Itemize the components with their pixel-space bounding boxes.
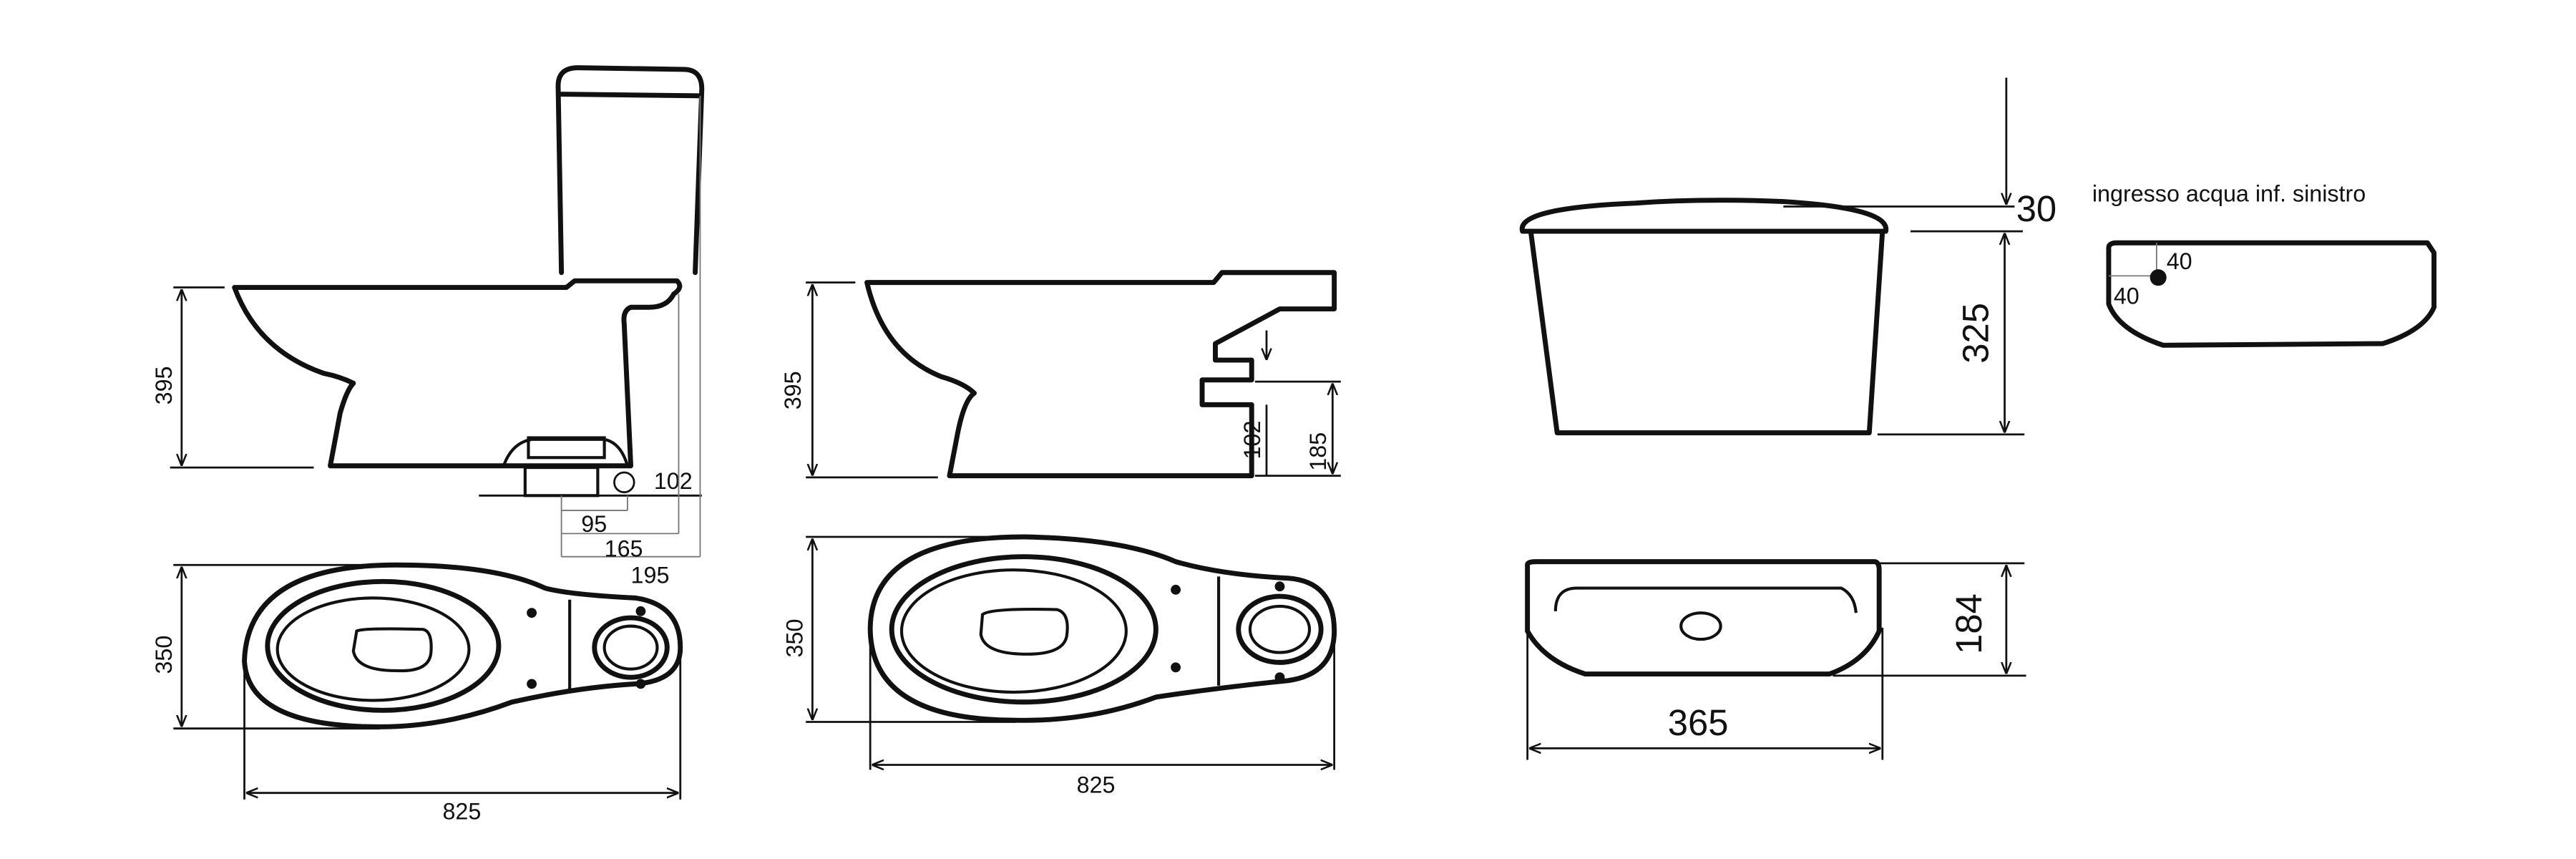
width-label: 350 — [151, 636, 177, 674]
depth-label: 184 — [1948, 593, 1989, 654]
length-label: 825 — [442, 799, 481, 825]
width-label: 365 — [1668, 702, 1729, 743]
body-height-label: 325 — [1955, 303, 1996, 364]
inlet-label: ingresso acqua inf. sinistro — [2092, 181, 2366, 207]
wc-top-view-1: 350 825 — [151, 562, 683, 825]
wc-side-view-with-cistern: 395 Ø 102 95 165 195 — [151, 65, 705, 588]
outlet-height-185-label: 185 — [1305, 432, 1331, 471]
outlet-height-102-label: 102 — [1239, 421, 1265, 460]
offset-195-label: 195 — [631, 563, 670, 588]
outlet-diameter-label: 102 — [654, 468, 693, 494]
offset-y-label: 40 — [2114, 283, 2140, 309]
offset-95-label: 95 — [581, 511, 607, 537]
length-label: 825 — [1077, 772, 1116, 798]
height-label: 395 — [151, 366, 177, 404]
offset-x-label: 40 — [2167, 248, 2192, 274]
cistern-front-view: 30 325 — [1519, 77, 2057, 436]
height-label: 395 — [780, 371, 806, 409]
cistern-top-view: 184 365 — [1525, 559, 2026, 760]
lid-height-label: 30 — [2016, 188, 2057, 229]
wc-top-view-2: 350 825 — [782, 534, 1337, 798]
wc-side-view: 395 102 185 — [780, 270, 1341, 479]
offset-165-label: 165 — [605, 536, 643, 562]
inlet-detail: ingresso acqua inf. sinistro 40 40 — [2092, 181, 2436, 348]
width-label: 350 — [782, 619, 808, 658]
